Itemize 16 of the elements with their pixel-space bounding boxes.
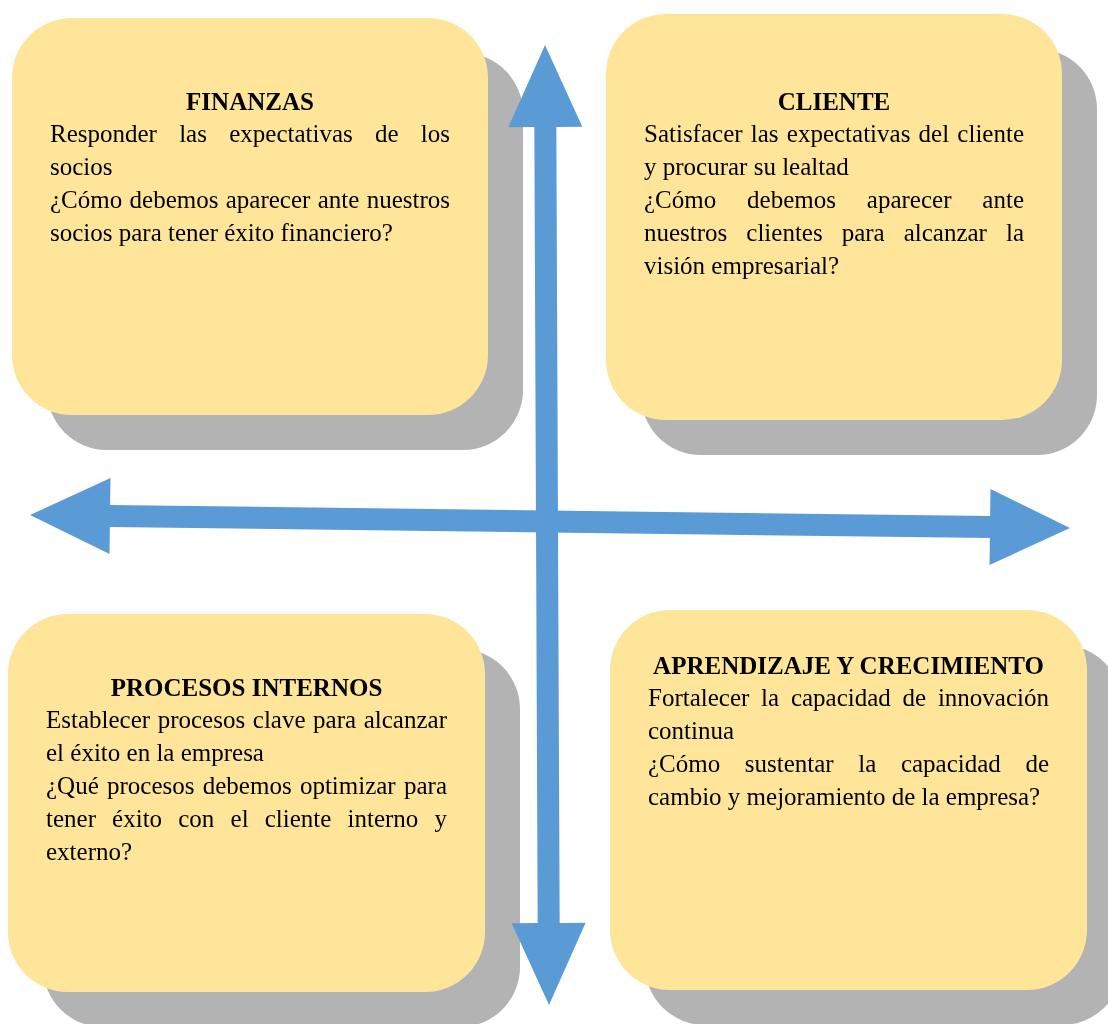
rounded-box [610,610,1087,990]
box-text: ¿Cómo debemos aparecer ante nuestros clientes para alcanzar la visión empresarial? [644,185,1024,281]
box-text: ¿Cómo debemos aparecer ante nuestros socios para tener éxito financiero? [50,185,450,248]
box-text: ¿Cómo sustentar la capacidad de cambio y mejoramiento de la empresa? [648,749,1049,812]
rounded-box [8,614,485,992]
box-heading: APRENDIZAJE Y CRECIMIENTO [652,651,1045,681]
box-text: Establecer procesos clave para alcanzar el éxito en la empresa [46,705,447,768]
box-text: Responder las expectativas de los socios [50,119,450,182]
box-heading: FINANZAS [185,87,315,117]
rounded-box [606,14,1062,420]
box-text: Fortalecer la capacidad de innovación continua [648,683,1049,746]
box-heading: PROCESOS INTERNOS [109,673,384,703]
box-heading: CLIENTE [776,87,892,117]
box-text: ¿Qué procesos debemos optimizar para tener éxito con el cliente interno y externo? [46,771,447,867]
box-text: Satisfacer las expectativas del cliente y procurar su lealtad [644,119,1024,182]
rounded-box [12,18,488,415]
